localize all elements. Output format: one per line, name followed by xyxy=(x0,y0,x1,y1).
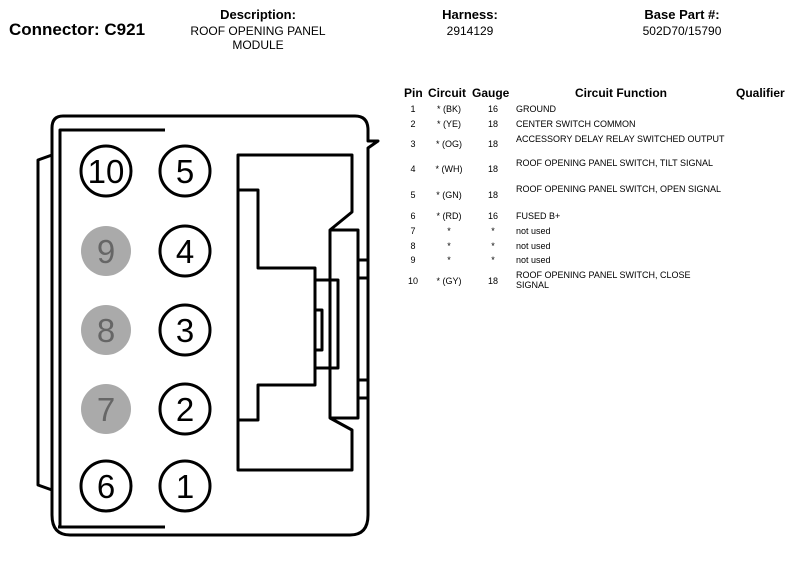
latch-mid-slot xyxy=(315,308,324,352)
housing-left-notch xyxy=(36,153,53,492)
pin-label-3: 3 xyxy=(176,312,194,349)
col-header-qualifier: Qualifier xyxy=(736,86,785,100)
pin-number: 10 xyxy=(407,276,418,286)
description-value: ROOF OPENING PANEL MODULE xyxy=(190,24,326,52)
pin-cavities: 10 5 9 4 8 3 7 2 6 1 xyxy=(79,144,212,513)
pin-cavity-5 xyxy=(158,144,212,198)
latch-slot-bottom xyxy=(358,378,370,400)
wire-gauge: 18 xyxy=(487,164,498,174)
pin-cavity-2 xyxy=(158,382,212,436)
circuit-function: not used xyxy=(516,241,551,251)
pin-number: 9 xyxy=(410,255,416,265)
circuit-color: * (BK) xyxy=(436,104,461,114)
pin-number: 1 xyxy=(410,104,416,114)
circuit-function: ACCESSORY DELAY RELAY SWITCHED OUTPUT xyxy=(516,134,725,144)
description-block: Description: ROOF OPENING PANEL MODULE xyxy=(178,7,338,52)
circuit-color: * xyxy=(447,241,451,251)
circuit-function: ROOF OPENING PANEL SWITCH, TILT SIGNAL xyxy=(516,158,714,168)
circuit-function: not used xyxy=(516,226,551,236)
pin-number: 4 xyxy=(410,164,416,174)
col-header-gauge: Gauge xyxy=(472,86,510,100)
wire-gauge: 18 xyxy=(487,190,498,200)
pin-label-4: 4 xyxy=(176,233,194,270)
circuit-function: ROOF OPENING PANEL SWITCH, OPEN SIGNAL xyxy=(516,184,722,194)
circuit-color: * (RD) xyxy=(436,211,462,221)
pin-label-10: 10 xyxy=(88,153,125,190)
pin-cavity-3 xyxy=(158,303,212,357)
circuit-function: GROUND xyxy=(516,104,556,114)
wire-gauge: 16 xyxy=(487,211,498,221)
pin-number: 7 xyxy=(410,226,416,236)
col-header-circuit: Circuit xyxy=(428,86,467,100)
pin-label-1: 1 xyxy=(176,468,194,505)
housing-outline xyxy=(50,114,380,537)
pin-label-2: 2 xyxy=(176,391,194,428)
circuit-color: * (GY) xyxy=(436,276,462,286)
circuit-color: * (YE) xyxy=(436,119,461,129)
wire-gauge: * xyxy=(491,255,495,265)
wire-gauge: 18 xyxy=(487,139,498,149)
base-part-block: Base Part #: 502D70/15790 xyxy=(612,7,752,38)
pin-cavity-9 xyxy=(81,226,131,276)
circuit-color: * xyxy=(447,255,451,265)
pin-cavity-8 xyxy=(81,305,131,355)
pin-cavity-1 xyxy=(158,459,212,513)
wire-gauge: 18 xyxy=(487,119,498,129)
pin-number: 2 xyxy=(410,119,416,129)
harness-block: Harness: 2914129 xyxy=(420,7,520,38)
circuit-color: * (OG) xyxy=(436,139,462,149)
pin-cavity-4 xyxy=(158,224,212,278)
pin-number: 8 xyxy=(410,241,416,251)
pin-number: 6 xyxy=(410,211,416,221)
pin-cavity-6 xyxy=(79,459,133,513)
wire-gauge: * xyxy=(491,241,495,251)
pin-label-7: 7 xyxy=(97,391,115,428)
connector-title: Connector: C921 xyxy=(9,20,146,39)
circuit-function: ROOF OPENING PANEL SWITCH, CLOSE SIGNAL xyxy=(516,270,691,290)
circuit-color: * (GN) xyxy=(436,190,462,200)
pin-cavity-10 xyxy=(79,144,133,198)
pin-label-6: 6 xyxy=(97,468,115,505)
base-part-value: 502D70/15790 xyxy=(642,24,722,38)
pin-number: 5 xyxy=(410,190,416,200)
pin-label-9: 9 xyxy=(97,233,115,270)
base-part-label: Base Part #: xyxy=(644,7,720,22)
harness-value: 2914129 xyxy=(446,24,494,38)
circuit-function: FUSED B+ xyxy=(516,211,561,221)
pin-label-8: 8 xyxy=(97,312,115,349)
housing-inner-left xyxy=(58,128,165,527)
latch-outline xyxy=(236,153,354,472)
pin-cavity-7 xyxy=(81,384,131,434)
harness-label: Harness: xyxy=(442,7,498,22)
col-header-function: Circuit Function xyxy=(575,86,667,100)
wire-gauge: * xyxy=(491,226,495,236)
wire-gauge: 18 xyxy=(487,276,498,286)
pin-label-5: 5 xyxy=(176,153,194,190)
circuit-function: not used xyxy=(516,255,551,265)
circuit-color: * (WH) xyxy=(435,164,463,174)
latch-tab xyxy=(315,278,340,370)
connector-face-diagram: 10 5 9 4 8 3 7 2 6 1 xyxy=(36,114,380,537)
circuit-color: * xyxy=(447,226,451,236)
wire-gauge: 16 xyxy=(487,104,498,114)
latch-inner xyxy=(238,188,317,422)
latch-slot-top xyxy=(358,258,370,280)
col-header-pin: Pin xyxy=(404,86,423,100)
circuit-function: CENTER SWITCH COMMON xyxy=(516,119,636,129)
pin-number: 3 xyxy=(410,139,416,149)
description-label: Description: xyxy=(220,7,296,22)
latch-lip xyxy=(330,228,360,420)
